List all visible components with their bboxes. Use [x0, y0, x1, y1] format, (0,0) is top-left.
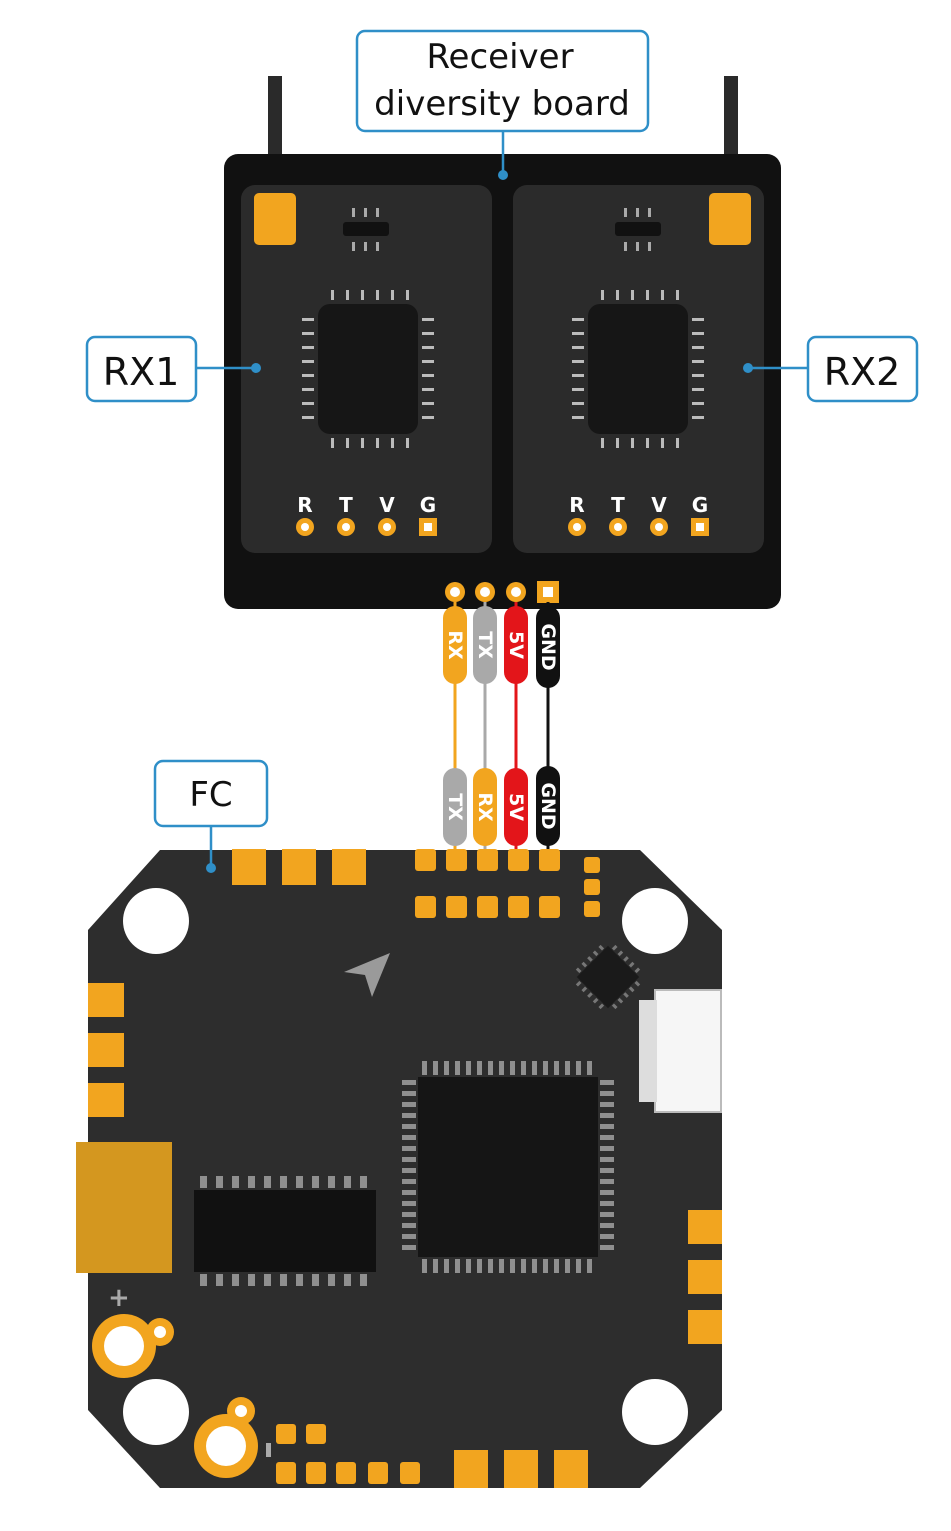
gyro-chip [575, 944, 641, 1010]
rx1-antenna-pad [254, 193, 296, 245]
callout-receiver: Receiver diversity board [355, 29, 650, 180]
wire-harness: RX TX 5V GND TX RX 5V GND [443, 602, 560, 850]
pin-label-v: V [651, 493, 667, 517]
pin-label-g: G [420, 493, 436, 517]
wire-label-5v [504, 768, 528, 846]
callout-rx2: RX2 [743, 335, 919, 403]
wire-label-tx [473, 606, 497, 684]
rx1-chip [302, 290, 434, 448]
pin-label-t: T [611, 493, 625, 517]
wire-label-tx [443, 768, 467, 846]
flight-controller-board: + [76, 849, 722, 1488]
pin-label-t: T [339, 493, 353, 517]
wire-label-gnd [536, 606, 560, 688]
direction-arrow-icon [344, 953, 390, 997]
mount-hole [622, 888, 688, 954]
receiver-callout-line1: Receiver [426, 37, 573, 77]
pin-label-v: V [379, 493, 395, 517]
mount-hole [622, 1379, 688, 1445]
pin-label-r: R [569, 493, 584, 517]
fc-label: FC [189, 775, 232, 815]
plus-symbol: + [108, 1283, 130, 1313]
rx2-chip [572, 290, 704, 448]
mcu-chip [402, 1061, 614, 1273]
wire-label-5v [504, 606, 528, 684]
callout-rx1: RX1 [85, 335, 261, 403]
receiver-callout-line2: diversity board [374, 84, 630, 124]
wire-text-tx: TX [474, 631, 496, 659]
wire-label-rx [473, 768, 497, 846]
wire-text-rx: RX [474, 792, 496, 822]
wire-text-tx: TX [444, 793, 466, 821]
wire-text-5v: 5V [505, 793, 527, 821]
wire-label-gnd [536, 766, 560, 846]
pin-label-r: R [297, 493, 312, 517]
wire-text-gnd: GND [537, 782, 559, 829]
pin-label-g: G [692, 493, 708, 517]
mount-hole [123, 1379, 189, 1445]
wire-text-gnd: GND [537, 623, 559, 670]
wire-label-rx [443, 606, 467, 684]
rx1-label: RX1 [103, 350, 180, 394]
connector-socket [639, 989, 722, 1113]
wire-text-rx: RX [444, 630, 466, 660]
callout-fc: FC [153, 759, 269, 873]
mount-hole [123, 888, 189, 954]
receiver-output-pads [445, 581, 559, 603]
osd-chip [194, 1176, 376, 1286]
power-pad-negative [194, 1397, 258, 1478]
wire-text-5v: 5V [505, 631, 527, 659]
rx2-antenna-pad [709, 193, 751, 245]
battery-pad [76, 1142, 172, 1273]
power-pad-positive [92, 1314, 174, 1378]
rx2-label: RX2 [824, 350, 901, 394]
